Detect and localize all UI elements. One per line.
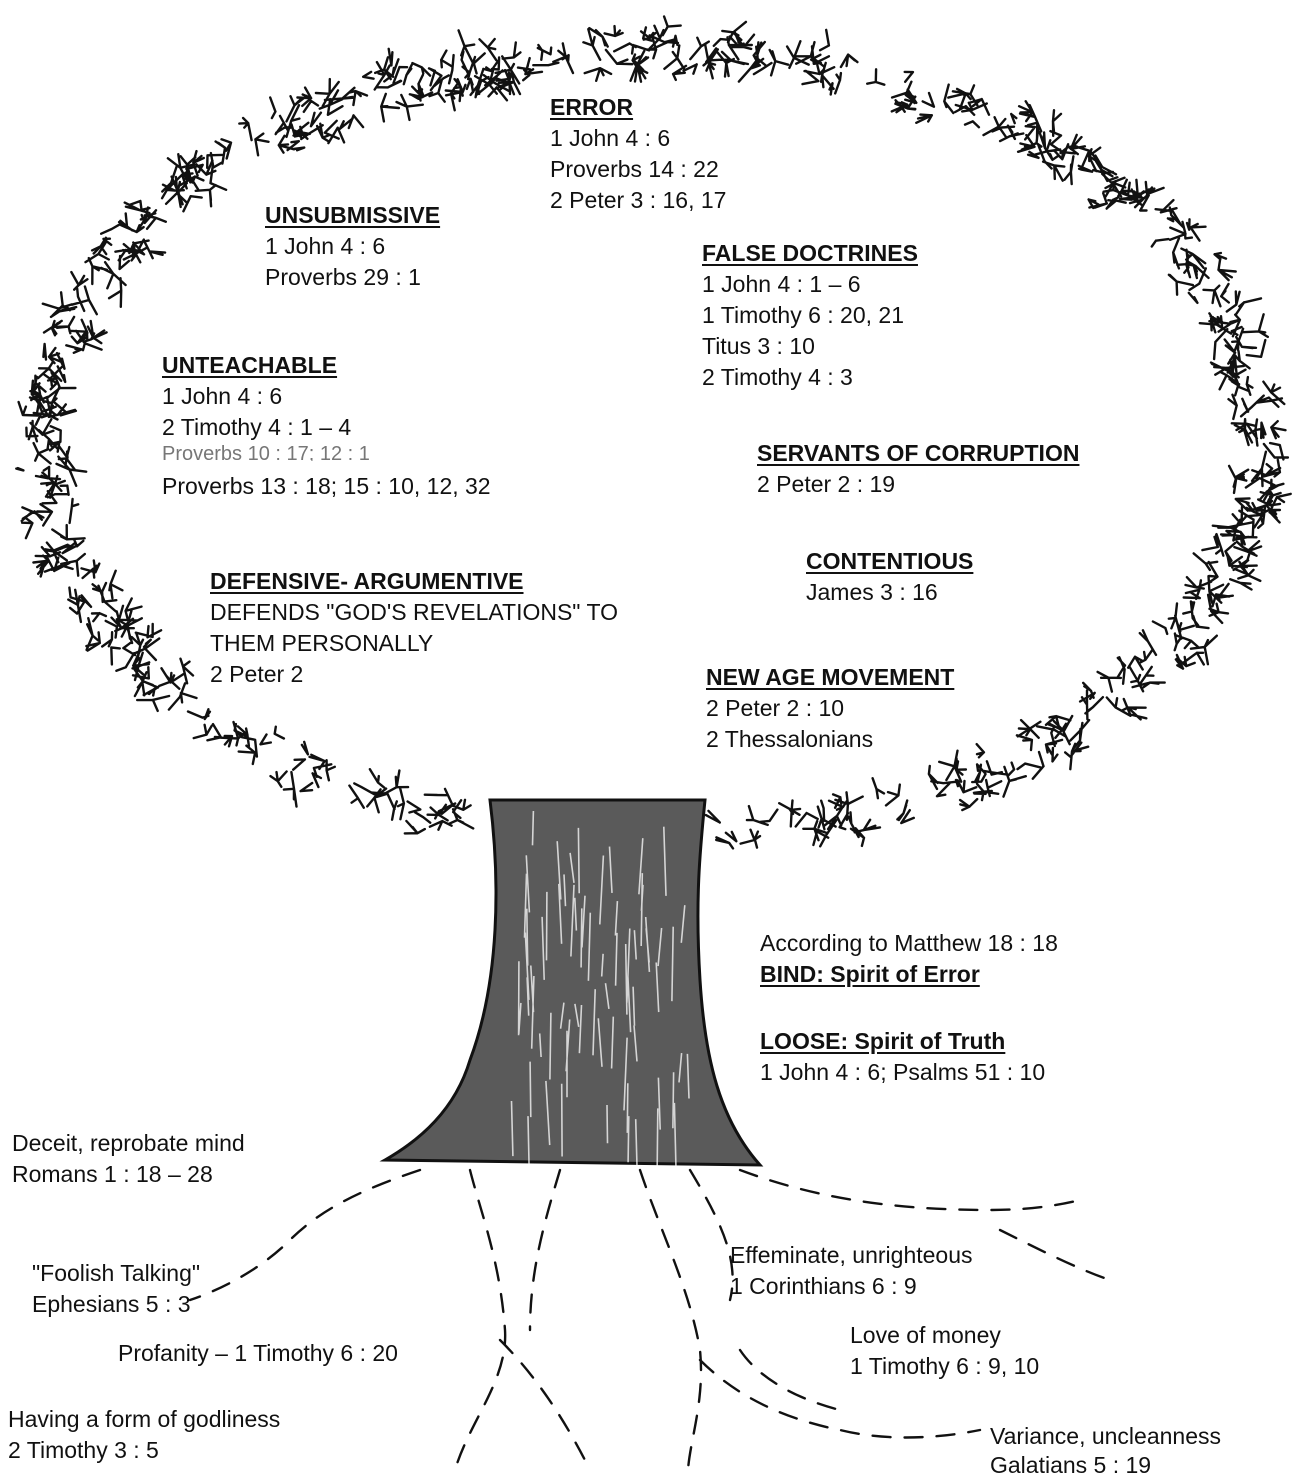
error-ref: Proverbs 14 : 22 <box>550 154 726 185</box>
root-effeminate-title: Effeminate, unrighteous <box>730 1240 973 1271</box>
root-foolish: "Foolish Talking" Ephesians 5 : 3 <box>32 1258 200 1320</box>
new-age-section: NEW AGE MOVEMENT 2 Peter 2 : 10 2 Thessa… <box>706 662 954 755</box>
contentious-ref: James 3 : 16 <box>806 577 973 608</box>
defensive-line: DEFENDS "GOD'S REVELATIONS" TO <box>210 597 618 628</box>
unteachable-ref: 2 Timothy 4 : 1 – 4 <box>162 412 491 443</box>
root-effeminate: Effeminate, unrighteous 1 Corinthians 6 … <box>730 1240 973 1302</box>
unsubmissive-ref: Proverbs 29 : 1 <box>265 262 440 293</box>
root-foolish-ref: Ephesians 5 : 3 <box>32 1289 200 1320</box>
root-line <box>455 1170 505 1470</box>
loose-statement: LOOSE: Spirit of Truth <box>760 1026 1058 1057</box>
root-money-title: Love of money <box>850 1320 1039 1351</box>
false-doctrines-heading: FALSE DOCTRINES <box>702 238 918 269</box>
root-profanity: Profanity – 1 Timothy 6 : 20 <box>118 1338 398 1369</box>
false-doctrines-section: FALSE DOCTRINES 1 John 4 : 1 – 6 1 Timot… <box>702 238 918 393</box>
error-section: ERROR 1 John 4 : 6 Proverbs 14 : 22 2 Pe… <box>550 92 726 216</box>
unteachable-ref: 1 John 4 : 6 <box>162 381 491 412</box>
false-doctrines-ref: 2 Timothy 4 : 3 <box>702 362 918 393</box>
contentious-section: CONTENTIOUS James 3 : 16 <box>806 546 973 608</box>
servants-heading: SERVANTS OF CORRUPTION <box>757 438 1079 469</box>
defensive-section: DEFENSIVE- ARGUMENTIVE DEFENDS "GOD'S RE… <box>210 566 618 690</box>
root-foolish-title: "Foolish Talking" <box>32 1258 200 1289</box>
root-line <box>1000 1230 1110 1280</box>
instruction-intro: According to Matthew 18 : 18 <box>760 928 1058 959</box>
root-form: Having a form of godliness 2 Timothy 3 :… <box>8 1404 280 1466</box>
unteachable-heading: UNTEACHABLE <box>162 350 491 381</box>
tree-trunk <box>385 800 760 1185</box>
bind-statement: BIND: Spirit of Error <box>760 959 1058 990</box>
unsubmissive-heading: UNSUBMISSIVE <box>265 200 440 231</box>
root-line <box>500 1340 590 1470</box>
root-line <box>640 1170 701 1470</box>
false-doctrines-ref: 1 Timothy 6 : 20, 21 <box>702 300 918 331</box>
instruction-block: According to Matthew 18 : 18 BIND: Spiri… <box>760 928 1058 1088</box>
root-deceit-ref: Romans 1 : 18 – 28 <box>12 1159 245 1190</box>
root-deceit-title: Deceit, reprobate mind <box>12 1128 245 1159</box>
error-ref: 2 Peter 3 : 16, 17 <box>550 185 726 216</box>
new-age-ref: 2 Thessalonians <box>706 724 954 755</box>
error-heading: ERROR <box>550 92 726 123</box>
contentious-heading: CONTENTIOUS <box>806 546 973 577</box>
defensive-line: 2 Peter 2 <box>210 659 618 690</box>
unteachable-ref: Proverbs 13 : 18; 15 : 10, 12, 32 <box>162 471 491 502</box>
root-form-ref: 2 Timothy 3 : 5 <box>8 1435 280 1466</box>
root-variance-title: Variance, uncleanness <box>990 1422 1221 1451</box>
root-line <box>690 1170 733 1300</box>
root-money: Love of money 1 Timothy 6 : 9, 10 <box>850 1320 1039 1382</box>
unteachable-ref-partial: Proverbs 10 : 17; 12 : 1 <box>162 443 491 461</box>
root-deceit: Deceit, reprobate mind Romans 1 : 18 – 2… <box>12 1128 245 1190</box>
root-variance-ref: Galatians 5 : 19 <box>990 1451 1221 1480</box>
defensive-line: THEM PERSONALLY <box>210 628 618 659</box>
root-line <box>740 1170 1080 1210</box>
new-age-heading: NEW AGE MOVEMENT <box>706 662 954 693</box>
root-form-title: Having a form of godliness <box>8 1404 280 1435</box>
root-profanity-title: Profanity – 1 Timothy 6 : 20 <box>118 1338 398 1369</box>
error-ref: 1 John 4 : 6 <box>550 123 726 154</box>
root-money-ref: 1 Timothy 6 : 9, 10 <box>850 1351 1039 1382</box>
root-variance: Variance, uncleanness Galatians 5 : 19 <box>990 1422 1221 1480</box>
loose-refs: 1 John 4 : 6; Psalms 51 : 10 <box>760 1057 1058 1088</box>
servants-ref: 2 Peter 2 : 19 <box>757 469 1079 500</box>
unsubmissive-ref: 1 John 4 : 6 <box>265 231 440 262</box>
new-age-ref: 2 Peter 2 : 10 <box>706 693 954 724</box>
unteachable-section: UNTEACHABLE 1 John 4 : 6 2 Timothy 4 : 1… <box>162 350 491 502</box>
unsubmissive-section: UNSUBMISSIVE 1 John 4 : 6 Proverbs 29 : … <box>265 200 440 293</box>
servants-section: SERVANTS OF CORRUPTION 2 Peter 2 : 19 <box>757 438 1079 500</box>
false-doctrines-ref: Titus 3 : 10 <box>702 331 918 362</box>
false-doctrines-ref: 1 John 4 : 1 – 6 <box>702 269 918 300</box>
root-line <box>530 1170 560 1330</box>
trunk-body <box>385 800 760 1165</box>
root-effeminate-ref: 1 Corinthians 6 : 9 <box>730 1271 973 1302</box>
defensive-heading: DEFENSIVE- ARGUMENTIVE <box>210 566 618 597</box>
